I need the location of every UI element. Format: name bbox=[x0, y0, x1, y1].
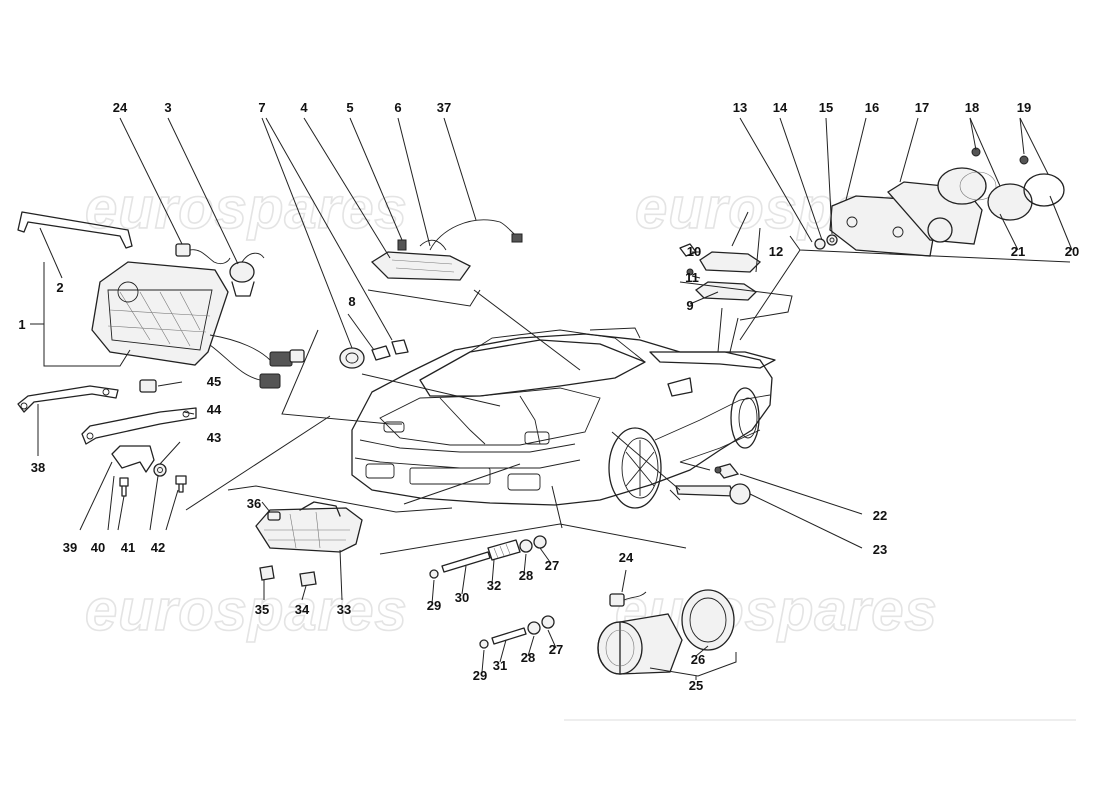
callout-28-top: 28 bbox=[519, 568, 533, 583]
callout-20: 20 bbox=[1065, 244, 1079, 259]
callout-21: 21 bbox=[1011, 244, 1025, 259]
callout-22: 22 bbox=[873, 508, 887, 523]
fastener-set bbox=[429, 535, 555, 649]
callout-5: 5 bbox=[346, 100, 353, 115]
car-body-illustration bbox=[351, 327, 776, 509]
callout-7: 7 bbox=[258, 100, 265, 115]
headlight-bulb bbox=[229, 252, 265, 297]
callout-13: 13 bbox=[733, 100, 747, 115]
callout-30: 30 bbox=[455, 590, 469, 605]
callout-2: 2 bbox=[56, 280, 63, 295]
callout-44: 44 bbox=[207, 402, 222, 417]
headlight-assembly bbox=[91, 261, 305, 389]
side-repeater-parts bbox=[675, 463, 751, 505]
callout-23: 23 bbox=[873, 542, 887, 557]
callout-19: 19 bbox=[1017, 100, 1031, 115]
callout-25: 25 bbox=[689, 678, 703, 693]
callout-9: 9 bbox=[686, 298, 693, 313]
callout-36: 36 bbox=[247, 496, 261, 511]
callout-27-bottom: 27 bbox=[549, 642, 563, 657]
callout-28-bottom: 28 bbox=[521, 650, 535, 665]
callout-37: 37 bbox=[437, 100, 451, 115]
fog-lamp-assembly bbox=[597, 589, 735, 675]
callout-numbers: 24 3 7 4 5 6 37 2 1 8 45 44 43 38 39 40 … bbox=[18, 100, 1079, 693]
callout-29-top: 29 bbox=[427, 598, 441, 613]
callout-18: 18 bbox=[965, 100, 979, 115]
callout-11: 11 bbox=[685, 270, 699, 285]
watermark-top-left: eurospares bbox=[85, 176, 408, 241]
callout-6: 6 bbox=[394, 100, 401, 115]
mounting-brackets bbox=[17, 379, 197, 497]
rear-light-cluster bbox=[814, 147, 1065, 257]
callout-24-top: 24 bbox=[113, 100, 128, 115]
callout-15: 15 bbox=[819, 100, 833, 115]
bulb-holder-small bbox=[175, 243, 231, 265]
callout-4: 4 bbox=[300, 100, 308, 115]
callout-42: 42 bbox=[151, 540, 165, 555]
callout-14: 14 bbox=[773, 100, 788, 115]
callout-35: 35 bbox=[255, 602, 269, 617]
side-marker-lamp bbox=[339, 339, 409, 369]
headlight-trim-strip bbox=[17, 211, 133, 249]
callout-31: 31 bbox=[493, 658, 507, 673]
callout-41: 41 bbox=[121, 540, 135, 555]
callout-8: 8 bbox=[348, 294, 355, 309]
callout-34: 34 bbox=[295, 602, 310, 617]
callout-17: 17 bbox=[915, 100, 929, 115]
callout-29-bottom: 29 bbox=[473, 668, 487, 683]
callout-3: 3 bbox=[164, 100, 171, 115]
callout-26: 26 bbox=[691, 652, 705, 667]
callout-1: 1 bbox=[18, 317, 25, 332]
callout-33: 33 bbox=[337, 602, 351, 617]
callout-27-top: 27 bbox=[545, 558, 559, 573]
front-indicator-assembly bbox=[255, 501, 363, 587]
leader-lines bbox=[30, 117, 1076, 721]
callout-43: 43 bbox=[207, 430, 221, 445]
callout-10: 10 bbox=[687, 244, 701, 259]
callout-45: 45 bbox=[207, 374, 221, 389]
watermark-bottom-left: eurospares bbox=[85, 578, 408, 643]
callout-24-bottom: 24 bbox=[619, 550, 634, 565]
callout-16: 16 bbox=[865, 100, 879, 115]
callout-39: 39 bbox=[63, 540, 77, 555]
callout-12: 12 bbox=[769, 244, 783, 259]
callout-38: 38 bbox=[31, 460, 45, 475]
callout-40: 40 bbox=[91, 540, 105, 555]
callout-32: 32 bbox=[487, 578, 501, 593]
